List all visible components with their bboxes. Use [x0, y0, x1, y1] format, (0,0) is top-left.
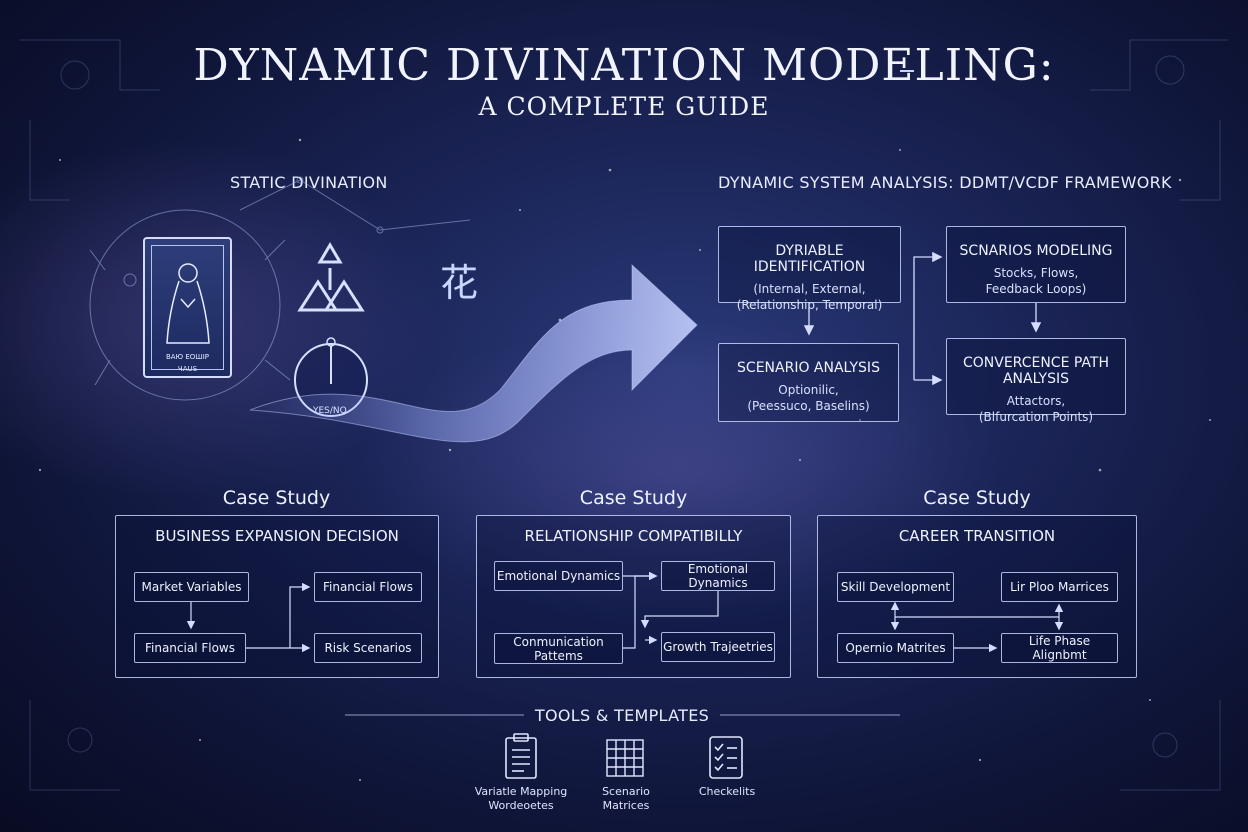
node-communication-patterns: Conmunication Pattems — [494, 633, 623, 664]
clipboard-icon — [505, 733, 537, 779]
case-study-business: BUSINESS EXPANSION DECISION — [115, 515, 439, 678]
checklist-icon — [709, 736, 743, 779]
page-title: DYNAMIC DIVINATION MODELING: — [193, 40, 1055, 91]
framework-box-scenario-analysis: SCENARIO ANALYSIS Optionilic,(Peessuco, … — [718, 343, 899, 422]
framework-heading: DYNAMIC SYSTEM ANALYSIS: DDMT/VCDF FRAME… — [718, 173, 1172, 192]
node-growth-trajectories: Growth Trajeetries — [661, 632, 775, 662]
framework-box-title: SCNARIOS MODELING — [959, 243, 1113, 259]
static-divination-heading: STATIC DIVINATION — [230, 173, 388, 192]
tool-label-line: Wordeoetes — [488, 799, 554, 812]
framework-box-variable-identification: DYRIABLE IDENTIFICATION (Internal, Exter… — [718, 226, 901, 312]
node-emotional-dynamics-right: Emotional Dynamics — [661, 561, 775, 591]
node-market-variables: Market Variables — [134, 572, 249, 602]
transition-arrow — [249, 263, 698, 443]
framework-box-text: Stocks, Flows,Feedback Loops) — [985, 266, 1087, 296]
tool-label-line: Scenario — [602, 785, 650, 798]
case-study-heading-3: Case Study — [923, 487, 1031, 509]
node-financial-flows-bottom: Financial Flows — [134, 633, 246, 663]
framework-box-text: Attactors,(Blfurcation Points) — [978, 394, 1094, 424]
tool-checklists[interactable]: Checkelits — [672, 785, 782, 799]
node-emotional-dynamics-left: Emotional Dynamics — [494, 561, 623, 591]
framework-box-convergence-path: CONVERCENCE PATH ANALYSIS Attactors,(Blf… — [946, 338, 1126, 424]
kanji-glyph: 花 — [440, 261, 479, 305]
tool-label-line: Checkelits — [698, 785, 756, 798]
tarot-card: ВАЮ ЕОШІР ЧАUS — [143, 237, 232, 378]
tool-label-line: Matrices — [602, 799, 650, 812]
node-financial-flows-top: Financial Flows — [314, 572, 422, 602]
grid-icon — [606, 739, 644, 777]
dial-label: YES/NO — [313, 406, 347, 416]
framework-box-scenarios-modeling: SCNARIOS MODELING Stocks, Flows,Feedback… — [946, 226, 1126, 303]
framework-box-text: Optionilic,(Peessuco, Baselins) — [747, 383, 870, 413]
case-study-title: CAREER TRANSITION — [898, 527, 1056, 545]
page-subtitle: A COMPLETE GUIDE — [478, 92, 770, 121]
case-study-career: CAREER TRANSITION — [817, 515, 1137, 678]
case-study-heading-2: Case Study — [579, 487, 688, 509]
tarot-sub: ЧАUS — [177, 365, 198, 373]
figure-icon — [166, 263, 210, 344]
node-life-phase-matrices: Lir Ploo Marrices — [1001, 572, 1118, 602]
case-study-title: RELATIONSHIP COMPATIBILLY — [524, 527, 743, 545]
tool-label-line: Variatle Mapping — [474, 785, 568, 798]
tools-heading: TOOLS & TEMPLATES — [534, 706, 710, 725]
framework-box-title: CONVERCENCE PATH ANALYSIS — [962, 355, 1109, 387]
node-options-matrices: Opernio Matrites — [837, 633, 954, 663]
node-skill-development: Skill Development — [837, 572, 954, 602]
triangle-icon — [297, 242, 365, 312]
case-study-relationship: RELATIONSHIP COMPATIBILLY — [476, 515, 791, 678]
tool-scenario-matrices[interactable]: Scenario Matrices — [571, 785, 681, 813]
framework-box-title: DYRIABLE IDENTIFICATION — [753, 243, 866, 275]
node-life-phase-alignment: Life Phase Alignbmt — [1001, 633, 1118, 663]
title-dash-right — [900, 70, 914, 72]
case-study-title: BUSINESS EXPANSION DECISION — [155, 527, 399, 545]
case-study-heading-1: Case Study — [222, 487, 331, 509]
tool-variable-mapping[interactable]: Variatle Mapping Wordeoetes — [466, 785, 576, 813]
framework-box-title: SCENARIO ANALYSIS — [737, 360, 880, 376]
tarot-caption: ВАЮ ЕОШІР — [165, 353, 210, 361]
title-dash-left — [338, 70, 352, 72]
node-risk-scenarios: Risk Scenarios — [314, 633, 422, 663]
